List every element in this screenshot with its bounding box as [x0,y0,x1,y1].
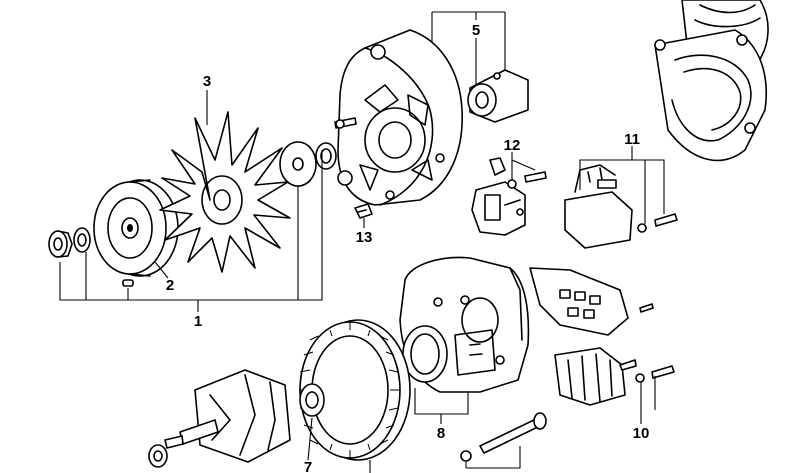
callout-13: 13 [356,229,373,246]
drive-end-bracket [334,29,463,206]
woodruff-key [122,279,134,287]
pulley [93,179,179,277]
spring-washer [73,227,91,253]
callout-12: 12 [504,137,521,154]
rotor [164,369,325,463]
stator [299,319,411,461]
clip-part [354,203,373,219]
bearing-sleeve [467,69,529,123]
through-bolt [460,412,547,462]
diode-bridge [554,347,675,406]
rotor-bearing-washer [148,444,168,468]
spacer-ring [315,142,337,170]
callout-3: 3 [203,73,211,90]
brush-holder [471,157,547,236]
air-duct-housing [654,0,769,162]
callout-leaders [59,11,665,473]
callout-2: 2 [166,277,174,294]
cooling-fan [159,111,291,273]
spacer-washer [279,141,317,187]
rectifier-plate [529,267,654,336]
callout-7: 7 [304,459,312,473]
shaft-nut [48,230,73,258]
callout-8: 8 [437,425,445,442]
callout-10: 10 [633,425,650,442]
slip-ring-end-housing [399,256,530,393]
callout-1: 1 [194,313,202,330]
callout-11: 11 [624,131,640,148]
voltage-regulator [564,164,678,249]
callout-5: 5 [472,22,480,39]
